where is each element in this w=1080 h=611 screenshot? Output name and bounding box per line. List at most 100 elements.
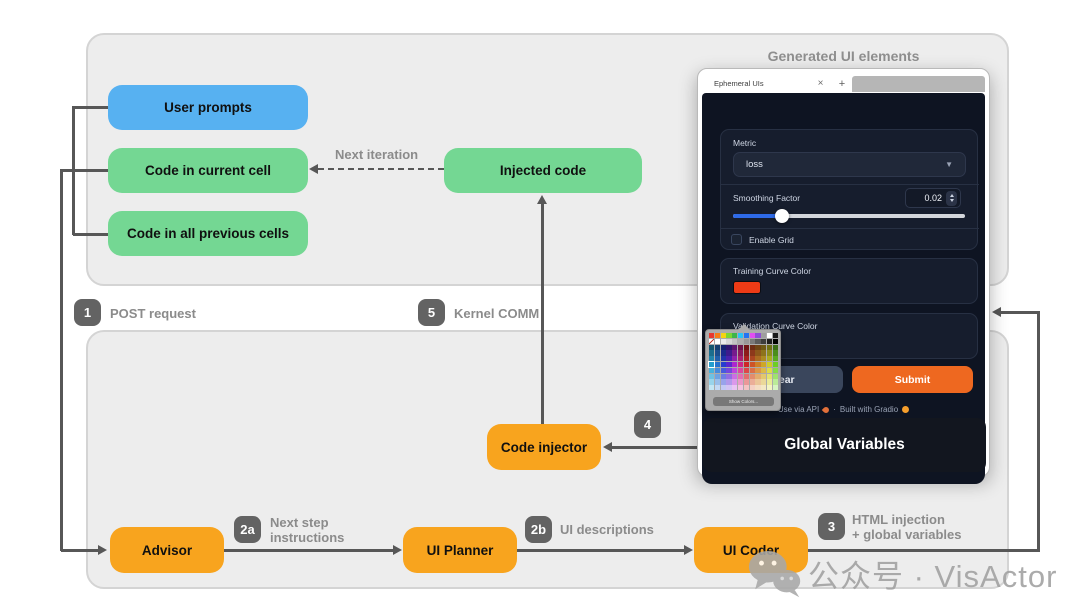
palette-color-cell[interactable] [714, 367, 721, 374]
palette-color-cell[interactable] [743, 373, 750, 379]
smoothing-value-input[interactable]: 0.02 [905, 188, 961, 208]
palette-color-cell[interactable] [743, 385, 750, 391]
palette-color-cell[interactable] [772, 379, 778, 385]
palette-color-cell[interactable] [766, 356, 773, 362]
palette-color-cell[interactable] [749, 338, 755, 345]
palette-color-cell[interactable] [743, 344, 750, 350]
palette-color-cell[interactable] [732, 379, 738, 385]
built-with-gradio-link[interactable]: Built with Gradio [839, 405, 899, 414]
palette-color-cell[interactable] [761, 367, 767, 374]
palette-color-cell[interactable] [732, 385, 738, 391]
palette-color-cell[interactable] [714, 333, 721, 339]
palette-color-cell[interactable] [761, 356, 767, 362]
palette-color-cell[interactable] [766, 350, 773, 356]
slider-handle[interactable] [774, 209, 789, 223]
palette-color-cell[interactable] [737, 361, 744, 368]
palette-color-cell[interactable] [714, 338, 721, 345]
palette-color-cell[interactable] [766, 367, 773, 374]
palette-color-cell[interactable] [732, 344, 738, 350]
tab-close-icon[interactable]: × [817, 78, 824, 89]
palette-color-cell[interactable] [737, 350, 744, 356]
palette-color-cell[interactable] [761, 373, 767, 379]
palette-color-cell[interactable] [755, 379, 761, 385]
palette-color-cell[interactable] [737, 367, 744, 374]
palette-color-cell[interactable] [772, 385, 778, 391]
palette-color-cell[interactable] [766, 385, 773, 391]
palette-color-cell[interactable] [709, 379, 715, 385]
palette-color-cell[interactable] [709, 385, 715, 391]
palette-color-cell[interactable] [761, 338, 767, 345]
palette-color-cell[interactable] [772, 333, 778, 339]
palette-color-cell[interactable] [714, 344, 721, 350]
palette-color-cell[interactable] [749, 356, 755, 362]
palette-color-cell[interactable] [743, 338, 750, 345]
tab-ephemeral-uis[interactable]: Ephemeral UIs [702, 74, 824, 93]
palette-color-cell[interactable] [714, 379, 721, 385]
palette-color-cell[interactable] [766, 338, 773, 345]
palette-color-cell[interactable] [755, 373, 761, 379]
palette-color-cell[interactable] [726, 338, 732, 345]
palette-color-cell[interactable] [772, 373, 778, 379]
palette-color-cell[interactable] [749, 373, 755, 379]
palette-color-cell[interactable] [761, 333, 767, 339]
palette-color-cell[interactable] [737, 373, 744, 379]
palette-color-cell[interactable] [772, 361, 778, 368]
palette-color-cell[interactable] [709, 333, 715, 339]
palette-color-cell[interactable] [749, 344, 755, 350]
palette-color-cell[interactable] [709, 338, 715, 345]
palette-color-cell[interactable] [737, 338, 744, 345]
palette-color-cell[interactable] [766, 361, 773, 368]
palette-color-cell[interactable] [761, 350, 767, 356]
palette-color-cell[interactable] [749, 385, 755, 391]
palette-color-cell[interactable] [720, 338, 726, 345]
use-via-api-link[interactable]: Use via API [777, 405, 820, 414]
palette-color-cell[interactable] [743, 367, 750, 374]
palette-color-cell[interactable] [732, 338, 738, 345]
palette-color-cell[interactable] [761, 379, 767, 385]
palette-color-cell[interactable] [732, 333, 738, 339]
palette-color-cell[interactable] [766, 344, 773, 350]
palette-color-cell[interactable] [720, 350, 726, 356]
palette-color-cell[interactable] [743, 361, 750, 368]
palette-color-cell[interactable] [749, 350, 755, 356]
palette-color-cell[interactable] [714, 385, 721, 391]
palette-color-cell[interactable] [726, 379, 732, 385]
palette-color-cell[interactable] [755, 367, 761, 374]
palette-color-cell[interactable] [720, 379, 726, 385]
palette-color-cell[interactable] [709, 373, 715, 379]
palette-color-cell[interactable] [726, 356, 732, 362]
palette-color-cell[interactable] [766, 373, 773, 379]
palette-color-cell[interactable] [732, 361, 738, 368]
palette-color-cell[interactable] [772, 356, 778, 362]
palette-color-cell[interactable] [772, 344, 778, 350]
palette-color-cell[interactable] [761, 344, 767, 350]
submit-button[interactable]: Submit [852, 366, 973, 393]
palette-color-cell[interactable] [726, 367, 732, 374]
palette-color-cell[interactable] [714, 361, 721, 368]
palette-color-cell[interactable] [726, 333, 732, 339]
palette-color-cell[interactable] [737, 385, 744, 391]
training-color-swatch[interactable] [733, 281, 761, 294]
palette-color-cell[interactable] [743, 333, 750, 339]
palette-color-cell[interactable] [761, 385, 767, 391]
palette-color-cell[interactable] [714, 373, 721, 379]
palette-color-cell[interactable] [749, 361, 755, 368]
new-tab-icon[interactable]: + [838, 77, 846, 90]
palette-color-cell[interactable] [732, 356, 738, 362]
palette-color-cell[interactable] [720, 367, 726, 374]
palette-color-cell[interactable] [772, 338, 778, 345]
palette-color-cell[interactable] [720, 361, 726, 368]
palette-color-cell[interactable] [743, 356, 750, 362]
palette-color-cell[interactable] [720, 333, 726, 339]
palette-color-cell[interactable] [709, 367, 715, 374]
enable-grid-checkbox[interactable] [731, 234, 742, 245]
palette-color-cell[interactable] [755, 338, 761, 345]
palette-color-cell[interactable] [743, 379, 750, 385]
palette-color-cell[interactable] [766, 379, 773, 385]
palette-color-cell[interactable] [714, 350, 721, 356]
palette-color-cell[interactable] [726, 350, 732, 356]
palette-color-cell[interactable] [737, 333, 744, 339]
palette-color-cell[interactable] [772, 350, 778, 356]
palette-color-cell[interactable] [726, 373, 732, 379]
palette-color-cell[interactable] [726, 344, 732, 350]
